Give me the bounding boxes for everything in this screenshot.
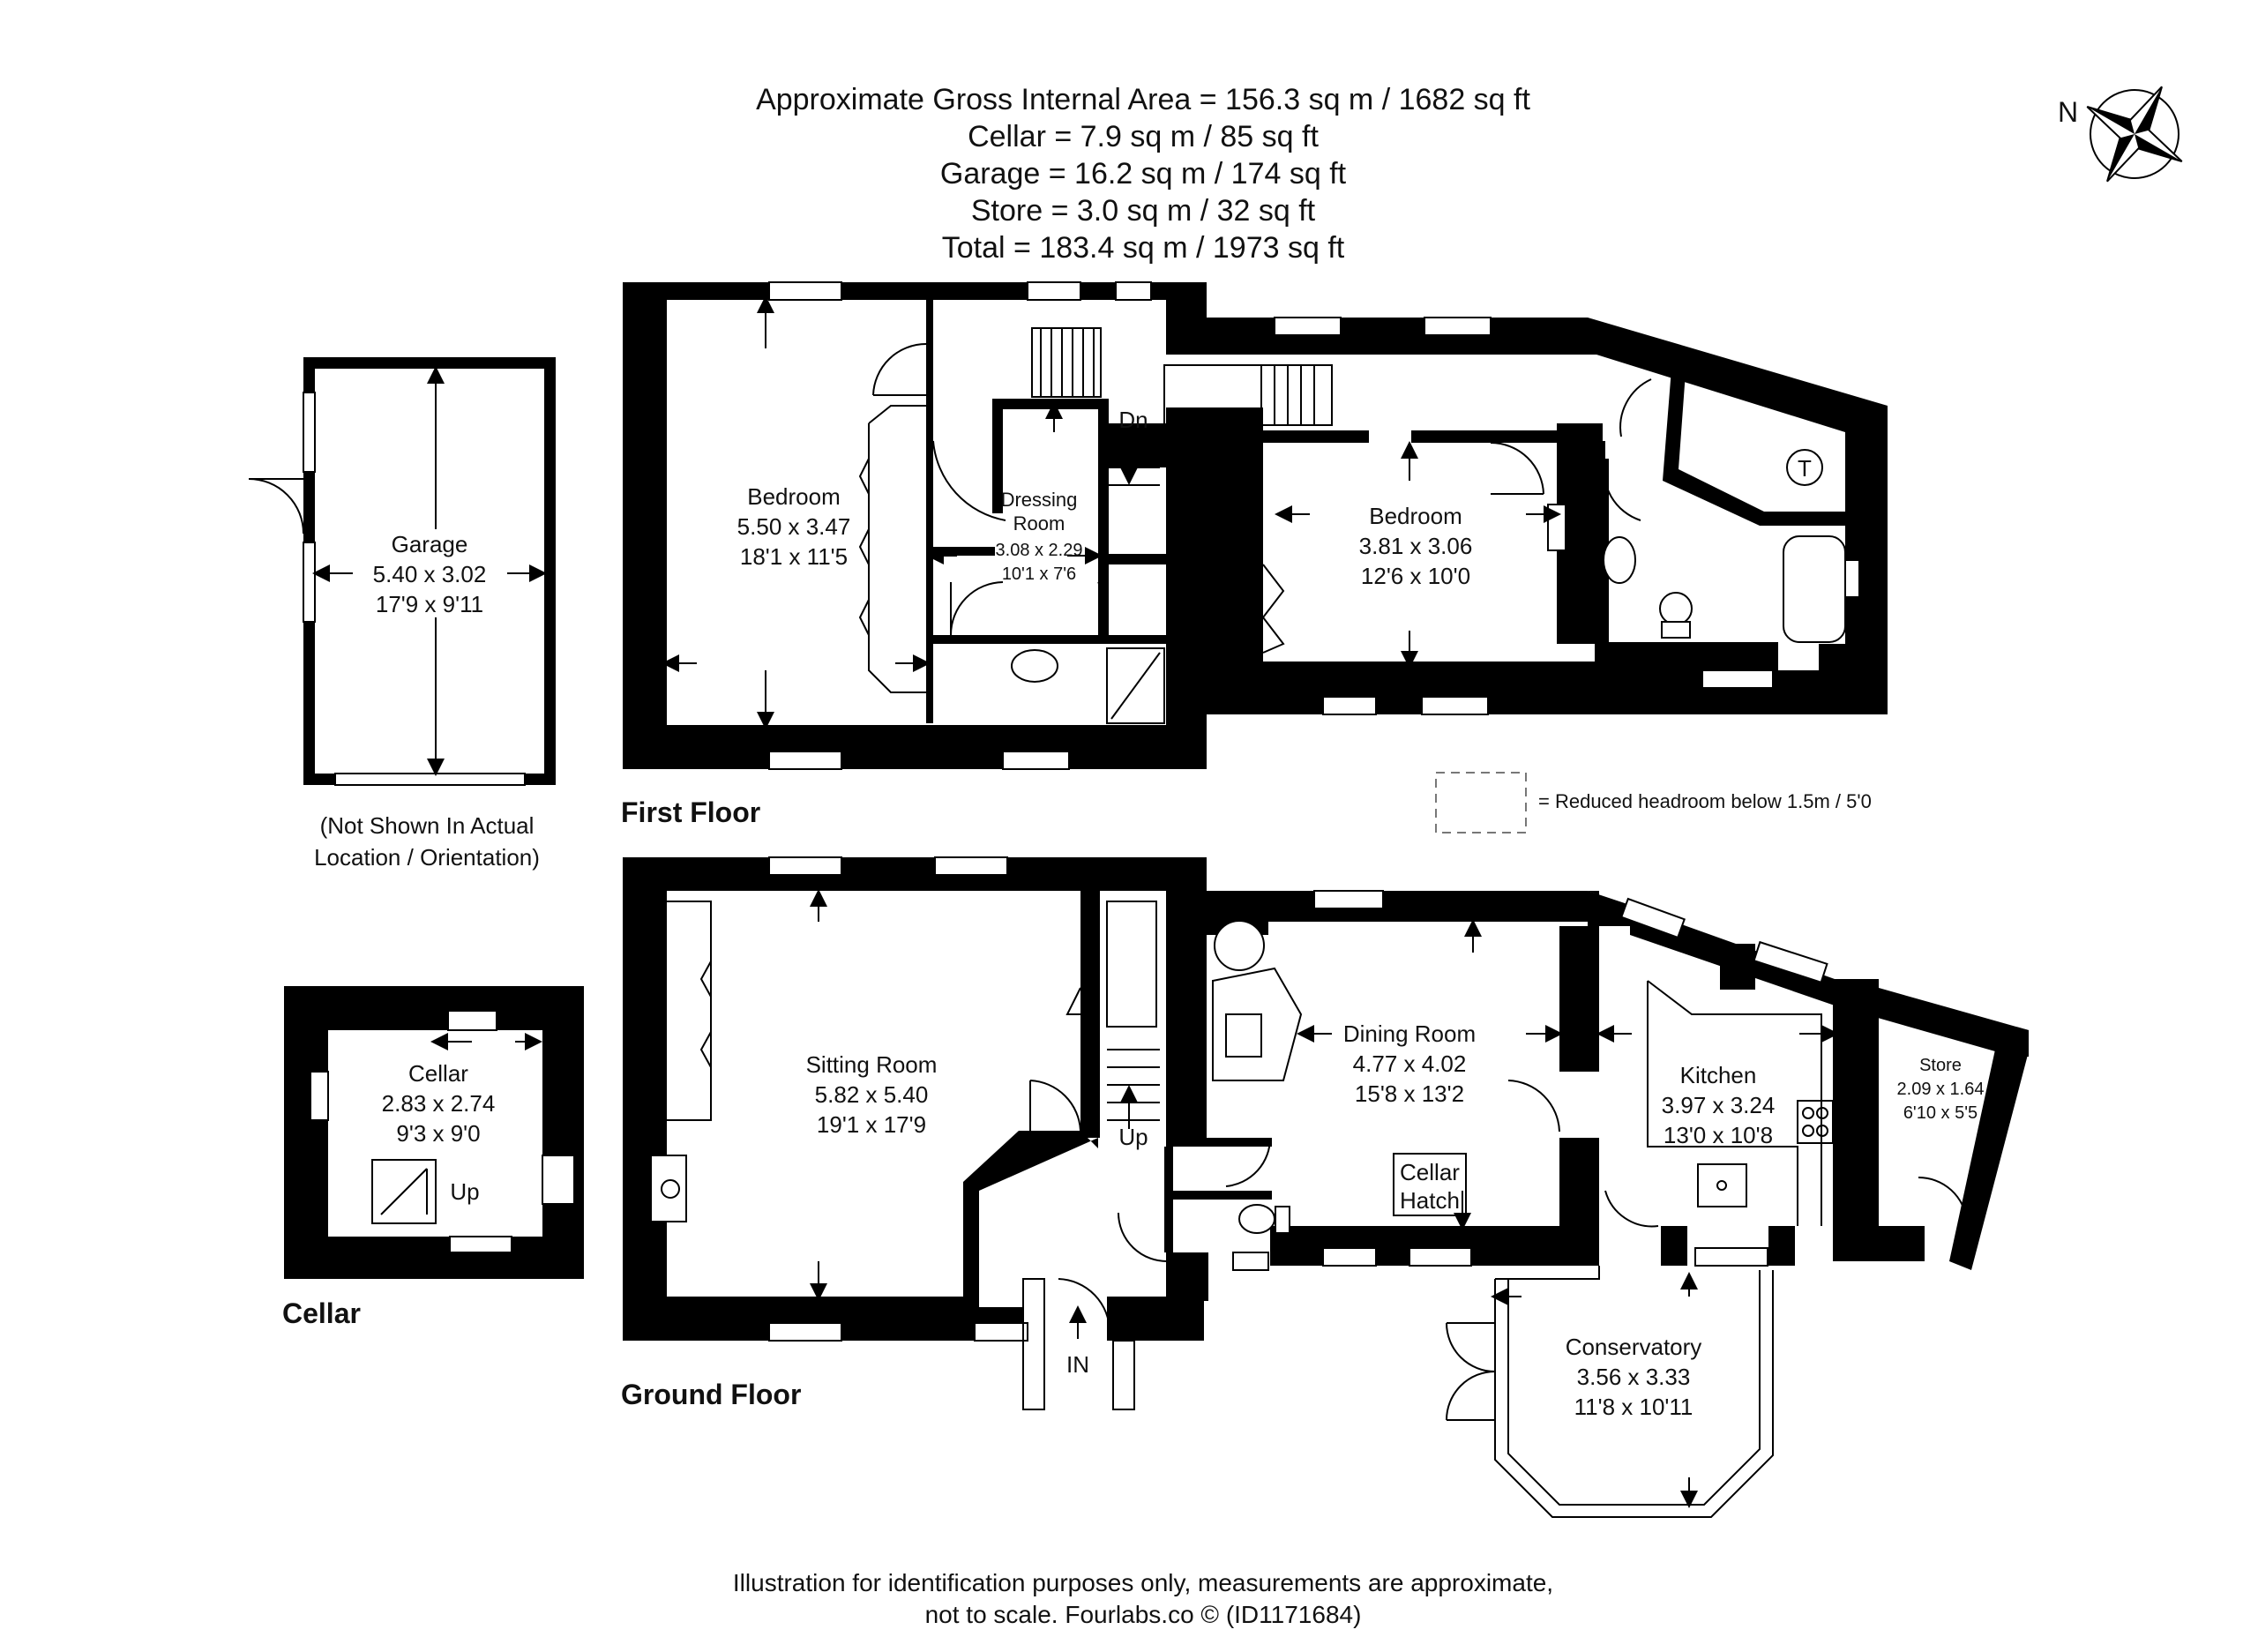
garage-plan: Garage 5.40 x 3.02 17'9 x 9'11 (Not Show… bbox=[248, 357, 556, 871]
bedroom2-name: Bedroom bbox=[1369, 503, 1462, 529]
first-floor-stair-label: Dn bbox=[1118, 407, 1148, 433]
area-gross: Approximate Gross Internal Area = 156.3 … bbox=[756, 83, 1530, 116]
area-summary: Approximate Gross Internal Area = 156.3 … bbox=[756, 83, 1530, 265]
dressing-metric: 3.08 x 2.29 bbox=[996, 541, 1083, 560]
legend-text: = Reduced headroom below 1.5m / 5'0 bbox=[1538, 790, 1872, 812]
first-floor-label: First Floor bbox=[621, 796, 760, 828]
ground-floor-plan: Sitting Room 5.82 x 5.40 19'1 x 17'9 Din… bbox=[621, 856, 2029, 1518]
disclaimer: Illustration for identification purposes… bbox=[733, 1569, 1553, 1628]
dining-room-metric: 4.77 x 4.02 bbox=[1353, 1050, 1467, 1077]
store-name: Store bbox=[1919, 1056, 1962, 1075]
cellar-imperial: 9'3 x 9'0 bbox=[396, 1120, 480, 1147]
conservatory-imperial: 11'8 x 10'11 bbox=[1574, 1394, 1694, 1420]
bedroom2-imperial: 12'6 x 10'0 bbox=[1361, 563, 1470, 589]
store-imperial: 6'10 x 5'5 bbox=[1903, 1103, 1978, 1123]
dining-room-name: Dining Room bbox=[1343, 1020, 1476, 1047]
sitting-room-metric: 5.82 x 5.40 bbox=[815, 1081, 929, 1108]
conservatory-metric: 3.56 x 3.33 bbox=[1577, 1364, 1691, 1390]
reduced-headroom-swatch bbox=[1435, 772, 1527, 833]
disclaimer-line1: Illustration for identification purposes… bbox=[733, 1569, 1553, 1596]
garage-name: Garage bbox=[392, 531, 468, 557]
cellar-name: Cellar bbox=[408, 1060, 468, 1087]
kitchen-name: Kitchen bbox=[1680, 1062, 1757, 1088]
disclaimer-line2: not to scale. Fourlabs.co © (ID1171684) bbox=[925, 1601, 1362, 1628]
compass-icon: N bbox=[2058, 86, 2183, 183]
legend: = Reduced headroom below 1.5m / 5'0 bbox=[1435, 772, 1872, 833]
garage-metric: 5.40 x 3.02 bbox=[373, 561, 487, 587]
compass-label: N bbox=[2058, 96, 2078, 128]
dressing-name1: Dressing bbox=[1001, 489, 1078, 511]
kitchen-imperial: 13'0 x 10'8 bbox=[1664, 1122, 1773, 1148]
area-cellar: Cellar = 7.9 sq m / 85 sq ft bbox=[968, 120, 1319, 153]
sitting-room-imperial: 19'1 x 17'9 bbox=[817, 1111, 926, 1138]
bedroom1-metric: 5.50 x 3.47 bbox=[737, 513, 851, 540]
store-metric: 2.09 x 1.64 bbox=[1897, 1080, 1985, 1099]
tank-label: T bbox=[1798, 455, 1812, 482]
cellar-hatch-line2: Hatch bbox=[1400, 1187, 1460, 1214]
cellar-hatch-line1: Cellar bbox=[1400, 1159, 1460, 1185]
area-garage: Garage = 16.2 sq m / 174 sq ft bbox=[940, 157, 1347, 191]
cellar-plan: Cellar 2.83 x 2.74 9'3 x 9'0 Up Cellar bbox=[282, 986, 584, 1329]
first-floor-plan: T Bedroom 5.50 x 3.47 18'1 x 11'5 Dressi… bbox=[621, 281, 1888, 828]
sitting-room-name: Sitting Room bbox=[806, 1051, 938, 1078]
cellar-stair-label: Up bbox=[450, 1178, 479, 1205]
bedroom1-imperial: 18'1 x 11'5 bbox=[740, 543, 848, 570]
dressing-name2: Room bbox=[1013, 512, 1065, 534]
bedroom2-metric: 3.81 x 3.06 bbox=[1359, 533, 1473, 559]
conservatory-name: Conservatory bbox=[1566, 1334, 1702, 1360]
entrance-label: IN bbox=[1066, 1351, 1089, 1378]
area-store: Store = 3.0 sq m / 32 sq ft bbox=[971, 194, 1316, 228]
dressing-imperial: 10'1 x 7'6 bbox=[1002, 564, 1076, 584]
dining-room-imperial: 15'8 x 13'2 bbox=[1355, 1080, 1464, 1107]
cellar-floor-label: Cellar bbox=[282, 1297, 361, 1329]
ground-stair-label: Up bbox=[1118, 1124, 1148, 1150]
garage-imperial: 17'9 x 9'11 bbox=[376, 591, 483, 617]
garage-note-line1: (Not Shown In Actual bbox=[320, 812, 535, 839]
garage-note-line2: Location / Orientation) bbox=[314, 844, 540, 871]
area-total: Total = 183.4 sq m / 1973 sq ft bbox=[942, 231, 1345, 265]
kitchen-metric: 3.97 x 3.24 bbox=[1662, 1092, 1776, 1118]
ground-floor-label: Ground Floor bbox=[621, 1379, 801, 1410]
cellar-metric: 2.83 x 2.74 bbox=[382, 1090, 496, 1117]
bedroom1-name: Bedroom bbox=[747, 483, 841, 510]
